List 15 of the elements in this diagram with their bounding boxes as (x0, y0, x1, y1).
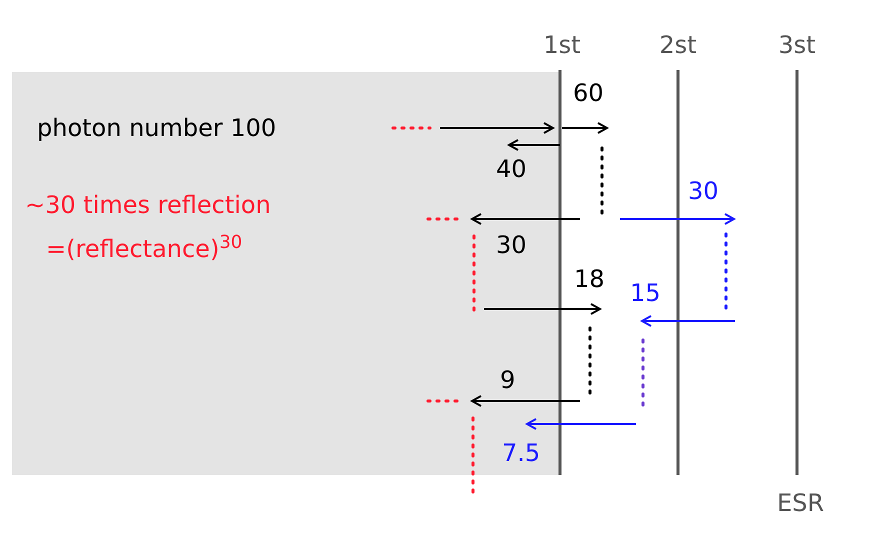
text-label: 9 (500, 365, 516, 395)
text-label: 7.5 (502, 438, 540, 468)
text-label: 18 (574, 264, 605, 294)
text-label: 2st (659, 30, 697, 60)
text-label: 15 (630, 278, 661, 308)
text-label: 1st (543, 30, 581, 60)
text-label: =(reflectance)$^{30}$ (46, 234, 242, 264)
text-label: ESR (777, 488, 824, 518)
text-label: 30 (496, 230, 527, 260)
text-label: 30 (688, 176, 719, 206)
text-label: 3st (778, 30, 816, 60)
text-label: 60 (573, 78, 604, 108)
text-label: 40 (496, 154, 527, 184)
text-label: photon number 100 (37, 113, 276, 143)
text-label: ~30 times reflection (25, 190, 271, 220)
